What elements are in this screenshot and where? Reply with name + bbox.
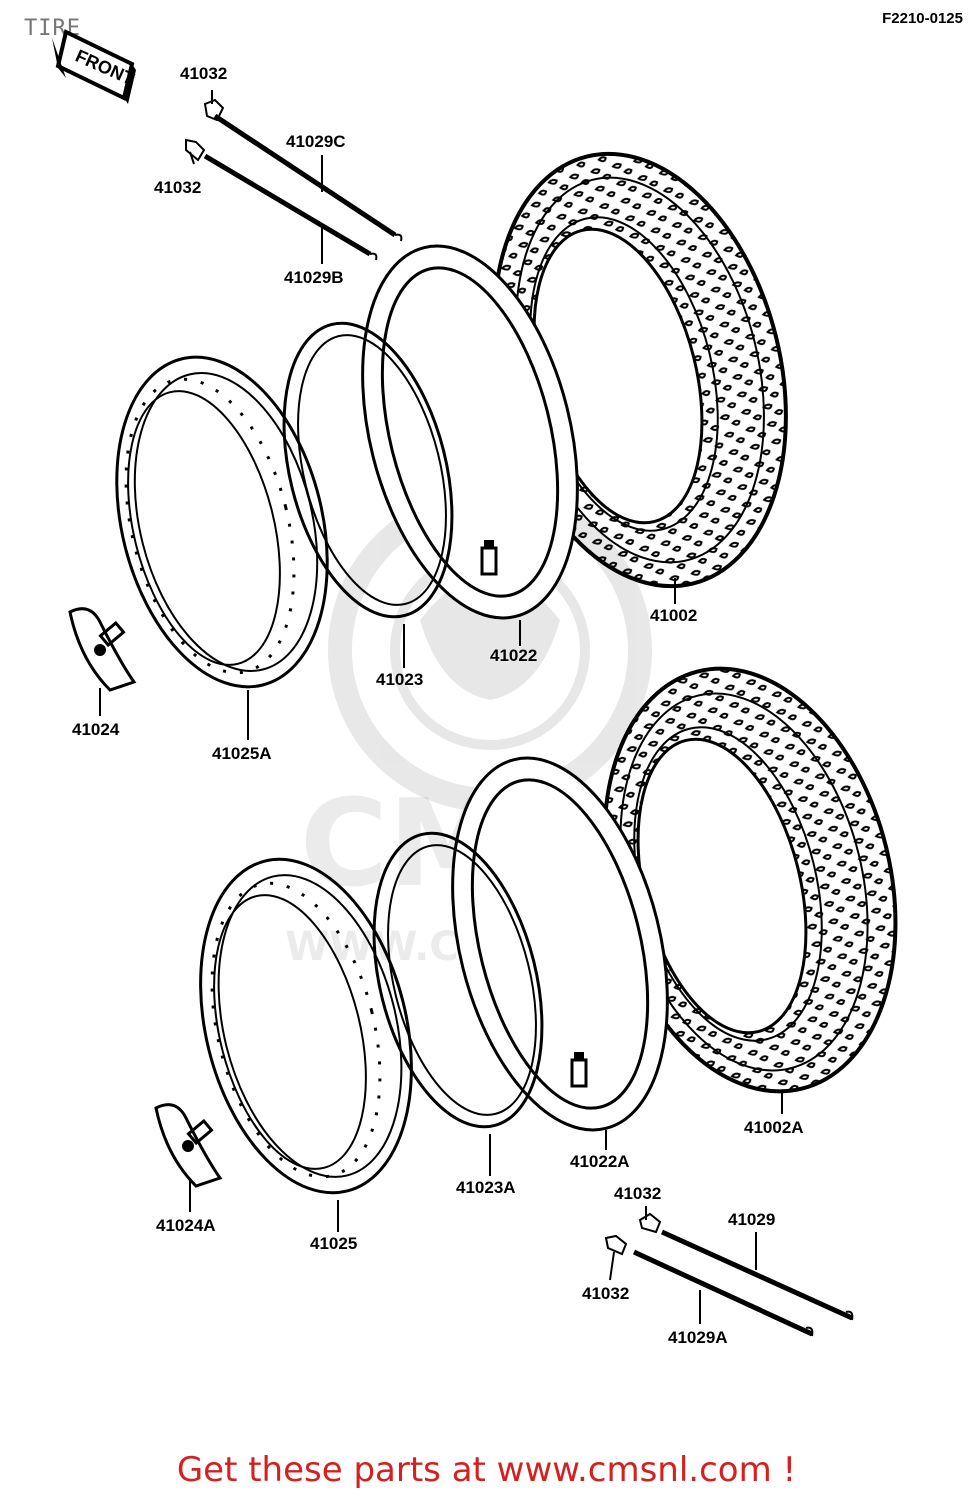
- label-41029A: 41029A: [668, 1328, 728, 1347]
- front-direction-tag: FRONT: [52, 29, 137, 104]
- get-parts-link[interactable]: Get these parts at www.cmsnl.com !: [176, 1450, 797, 1490]
- spoke-41029: [638, 1212, 854, 1321]
- rim-band-41023A: [372, 831, 544, 1129]
- label-41029B: 41029B: [284, 268, 344, 287]
- page-title: TIRE: [24, 16, 81, 41]
- label-41022: 41022: [490, 646, 538, 665]
- label-41032-fourth: 41032: [582, 1284, 630, 1303]
- label-41023: 41023: [376, 670, 424, 689]
- label-41029: 41029: [728, 1210, 776, 1229]
- rim-41025: [199, 857, 413, 1195]
- label-41032-top: 41032: [180, 64, 228, 83]
- rim-41025A: [115, 355, 329, 689]
- label-41024A: 41024A: [156, 1216, 216, 1235]
- tire-41002A: [602, 666, 898, 1094]
- spoke-41029A: [604, 1234, 814, 1337]
- label-41032-second: 41032: [154, 178, 202, 197]
- diagram-code: F2210-0125: [882, 10, 963, 27]
- label-41025: 41025: [310, 1234, 358, 1253]
- label-41002A: 41002A: [744, 1118, 804, 1137]
- rim-lock-41024A: [154, 1103, 223, 1188]
- label-41024: 41024: [72, 720, 120, 739]
- label-41022A: 41022A: [570, 1152, 630, 1171]
- label-41032-third: 41032: [614, 1184, 662, 1203]
- rim-lock-41024: [68, 607, 137, 692]
- spoke-41029B: [185, 138, 378, 261]
- tube-41022A: [451, 756, 669, 1132]
- label-41029C: 41029C: [286, 132, 346, 151]
- tube-41022: [361, 244, 579, 620]
- label-41025A: 41025A: [212, 744, 272, 763]
- spoke-41029C: [203, 98, 403, 242]
- label-41023A: 41023A: [456, 1178, 516, 1197]
- label-41002: 41002: [650, 606, 698, 625]
